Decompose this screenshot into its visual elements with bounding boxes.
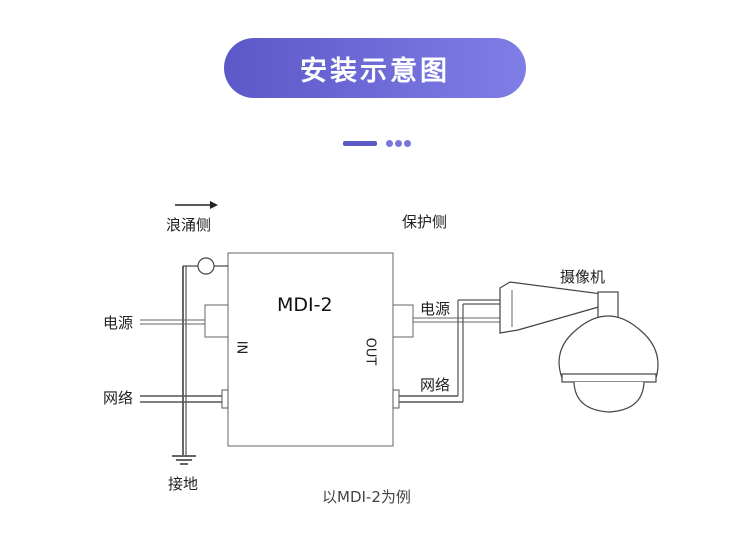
network-left-label: 网络: [103, 389, 134, 407]
divider-dash: [343, 141, 377, 146]
camera-label: 摄像机: [560, 268, 606, 286]
surge-side-label: 浪涌侧: [166, 216, 212, 234]
power-left-label: 电源: [103, 314, 134, 332]
power-input-port: [140, 304, 229, 338]
divider-dot: [386, 140, 393, 147]
title-banner: 安装示意图: [224, 38, 526, 98]
device-box: [227, 252, 394, 447]
network-right-label: 网络: [420, 376, 451, 394]
dome-camera: [558, 291, 659, 413]
diagram-caption: 以MDI-2为例: [322, 488, 411, 506]
page-title: 安装示意图: [300, 55, 450, 87]
network-output-port: [392, 299, 500, 409]
power-output-port: [392, 304, 500, 338]
divider-dot: [404, 140, 411, 147]
ground-symbol: [172, 455, 196, 465]
network-input-port: [140, 389, 229, 409]
port-out-label: OUT: [362, 337, 378, 366]
ground-label: 接地: [168, 475, 199, 493]
power-right-label: 电源: [420, 300, 451, 318]
protect-side-label: 保护侧: [402, 213, 448, 231]
ground-terminal: [182, 257, 228, 455]
port-in-label: IN: [233, 340, 249, 355]
divider-dot: [395, 140, 402, 147]
device-name: MDI-2: [277, 294, 333, 316]
direction-arrow: [175, 201, 218, 209]
